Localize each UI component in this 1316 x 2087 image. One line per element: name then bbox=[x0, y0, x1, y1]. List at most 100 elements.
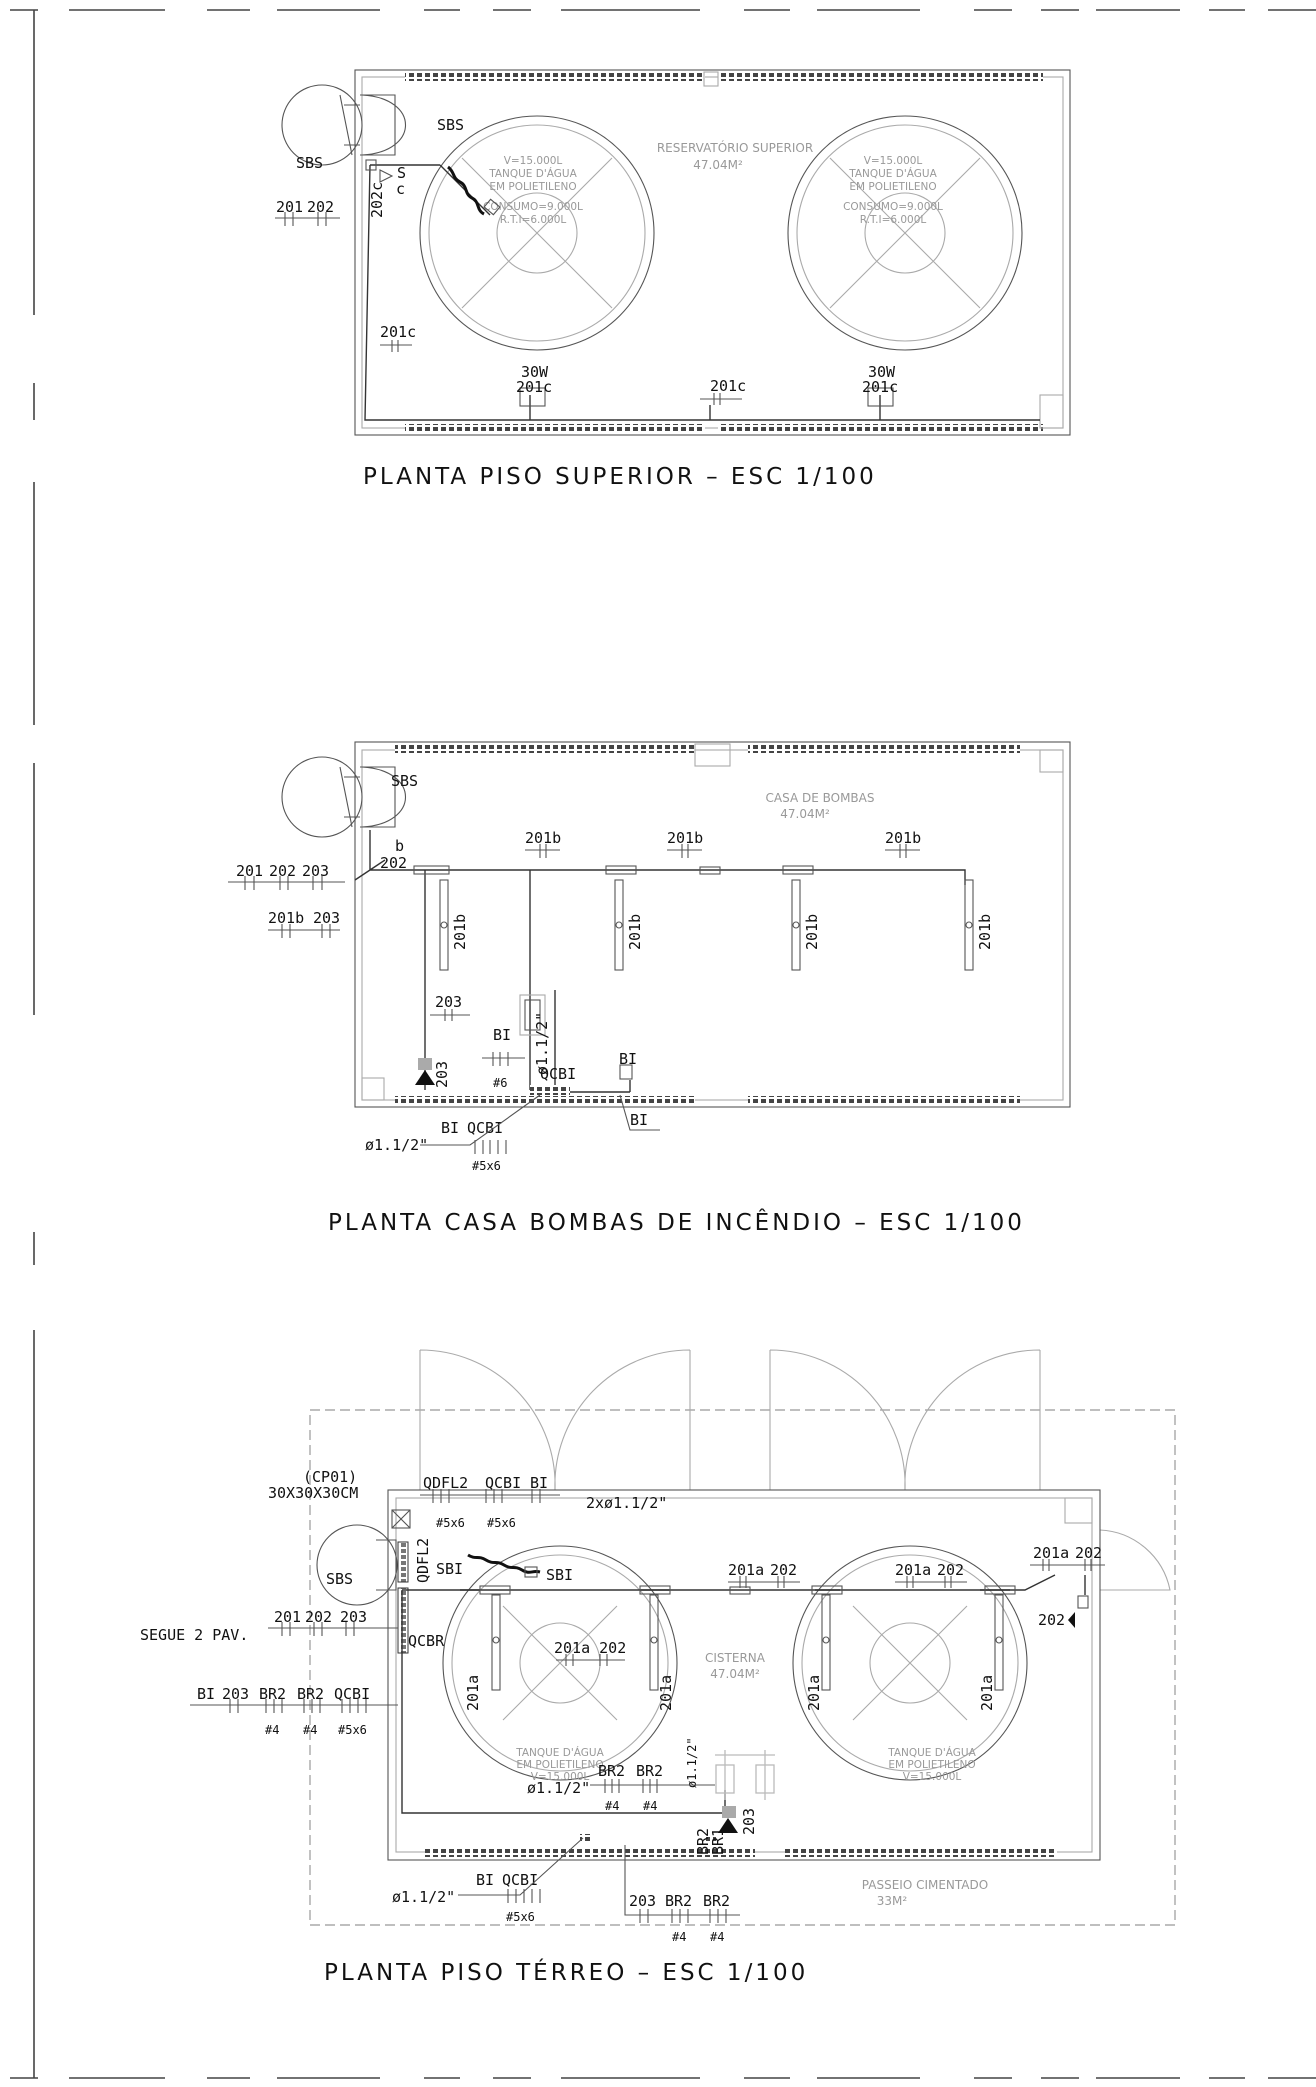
circuit-label: 201c bbox=[380, 323, 416, 341]
circuit-label: 203 bbox=[222, 1685, 249, 1703]
room-area: 47.04M² bbox=[780, 807, 830, 821]
pipe-diameter: ø1.1/2" bbox=[527, 1779, 590, 1797]
tank-left-notes: TANQUE D'ÁGUA EM POLIETILENO V=15.000L bbox=[515, 1746, 604, 1783]
circuit-label: 203 bbox=[313, 909, 340, 927]
luminaire bbox=[479, 1585, 511, 1691]
luminaire-label: 30W bbox=[868, 363, 896, 381]
luminaire-label: 201a bbox=[657, 1675, 675, 1711]
circuit-label: BR2 bbox=[703, 1892, 730, 1910]
circuit-label: BR2 bbox=[297, 1685, 324, 1703]
view-piso-terreo: CISTERNA 47.04M² PASSEIO CIMENTADO 33M² … bbox=[140, 1349, 1176, 1986]
view-casa-bombas: CASA DE BOMBAS 47.04M² SBS b 202 201 202… bbox=[228, 741, 1071, 1236]
sbi-label: SBI bbox=[546, 1566, 573, 1584]
luminaire-label: 201c bbox=[862, 378, 898, 396]
circuit-label: 203 bbox=[433, 1061, 451, 1088]
wall-blocks bbox=[395, 1096, 695, 1105]
luminaire-label: 201a bbox=[978, 1675, 996, 1711]
luminaire-label: 201b bbox=[803, 914, 821, 950]
panel-label: QCBI bbox=[502, 1871, 538, 1889]
panel-label: QCBR bbox=[408, 1632, 445, 1650]
luminaire-label: 201b bbox=[976, 914, 994, 950]
bi-label: BI bbox=[530, 1474, 548, 1492]
luminaire-label: 30W bbox=[521, 363, 549, 381]
circuit-label: 202 bbox=[380, 854, 407, 872]
circuit-label: BR2 bbox=[665, 1892, 692, 1910]
circuit-label: 201b bbox=[667, 829, 703, 847]
luminaire-label: 201c bbox=[516, 378, 552, 396]
tank-right-notes: TANQUE D'ÁGUA EM POLIETILENO V=15.000L bbox=[887, 1746, 976, 1783]
svg-text:CONSUMO=9.000L: CONSUMO=9.000L bbox=[843, 201, 943, 213]
circuit-label: 202 bbox=[1075, 1544, 1102, 1562]
circuit-label: 201a bbox=[728, 1561, 764, 1579]
circuit-label: 202c bbox=[368, 182, 386, 218]
svg-text:EM POLIETILENO: EM POLIETILENO bbox=[849, 181, 936, 193]
circuit-label: 201 bbox=[276, 198, 303, 216]
wall-blocks bbox=[405, 72, 705, 81]
circuit-label: 203 bbox=[340, 1608, 367, 1626]
svg-text:R.T.I=6.000L: R.T.I=6.000L bbox=[500, 214, 567, 226]
wire-gauge: #5x6 bbox=[436, 1516, 465, 1530]
switch-s-label: S bbox=[397, 164, 406, 182]
circuit-label: 201b bbox=[525, 829, 561, 847]
circuit-label: 202 bbox=[307, 198, 334, 216]
svg-text:V=15.000L: V=15.000L bbox=[531, 1771, 590, 1783]
room-name: CISTERNA bbox=[705, 1651, 766, 1665]
sbi-label: SBI bbox=[436, 1560, 463, 1578]
spotlight-symbol bbox=[281, 84, 407, 166]
wire-gauge: #4 bbox=[643, 1799, 657, 1813]
luminaire bbox=[782, 865, 814, 971]
circuit-label: 201 bbox=[236, 862, 263, 880]
room-area: 47.04M² bbox=[710, 1667, 760, 1681]
water-tank-right bbox=[787, 115, 1023, 351]
wire-gauge: #4 bbox=[605, 1799, 619, 1813]
sheet-border bbox=[10, 9, 1316, 2079]
circuit-label: 202 bbox=[937, 1561, 964, 1579]
svg-text:EM POLIETILENO: EM POLIETILENO bbox=[888, 1759, 975, 1771]
panel-label: QCBI bbox=[485, 1474, 521, 1492]
area-name: PASSEIO CIMENTADO bbox=[862, 1878, 988, 1892]
circuit-label: 202 bbox=[770, 1561, 797, 1579]
svg-text:TANQUE D'ÁGUA: TANQUE D'ÁGUA bbox=[515, 1746, 604, 1759]
wall-blocks bbox=[425, 1848, 755, 1857]
wire-gauge: #5x6 bbox=[506, 1910, 535, 1924]
spotlight-symbol bbox=[281, 756, 407, 838]
circuit-label: 201 bbox=[274, 1608, 301, 1626]
panel-label: QCBI bbox=[540, 1065, 576, 1083]
svg-text:TANQUE D'ÁGUA: TANQUE D'ÁGUA bbox=[848, 167, 937, 180]
circuit-label: BR2 bbox=[694, 1828, 712, 1855]
junction-label: (CP01) bbox=[303, 1468, 357, 1486]
panel-label: QCBI bbox=[467, 1119, 503, 1137]
svg-text:V=15.000L: V=15.000L bbox=[903, 1771, 962, 1783]
svg-text:EM POLIETILENO: EM POLIETILENO bbox=[489, 181, 576, 193]
view-title: PLANTA PISO SUPERIOR – ESC 1/100 bbox=[363, 464, 877, 490]
wall-blocks bbox=[748, 744, 1020, 753]
water-tank-left bbox=[419, 115, 655, 351]
sbs-label: SBS bbox=[326, 1570, 353, 1588]
panel-label: QCBI bbox=[334, 1685, 370, 1703]
circuit-label: 203 bbox=[740, 1808, 758, 1835]
pipe-diameter: ø1.1/2" bbox=[533, 1012, 551, 1075]
svg-text:R.T.I=6.000L: R.T.I=6.000L bbox=[860, 214, 927, 226]
wall-blocks bbox=[748, 1096, 1020, 1105]
switch-c-label: c bbox=[396, 180, 405, 198]
bi-label: BI bbox=[476, 1871, 494, 1889]
circuit-label: BR2 bbox=[598, 1762, 625, 1780]
sbs-label: SBS bbox=[437, 116, 464, 134]
bi-label: BI bbox=[197, 1685, 215, 1703]
circuit-label: 202 bbox=[1038, 1611, 1065, 1629]
luminaire bbox=[605, 865, 637, 971]
circuit-label: 201a bbox=[1033, 1544, 1069, 1562]
water-tank-right bbox=[792, 1545, 1028, 1781]
svg-text:TANQUE D'ÁGUA: TANQUE D'ÁGUA bbox=[488, 167, 577, 180]
svg-text:CONSUMO=9.000L: CONSUMO=9.000L bbox=[483, 201, 583, 213]
circuit-label: BR2 bbox=[636, 1762, 663, 1780]
circuit-label: BR1 bbox=[709, 1828, 727, 1855]
wall-blocks bbox=[718, 72, 1043, 81]
luminaire bbox=[811, 1585, 843, 1691]
svg-text:EM POLIETILENO: EM POLIETILENO bbox=[516, 1759, 603, 1771]
view-piso-superior: RESERVATÓRIO SUPERIOR 47.04M² V=15.000L … bbox=[275, 69, 1071, 490]
wall-blocks bbox=[718, 424, 1043, 433]
tank-left-notes: V=15.000L TANQUE D'ÁGUA EM POLIETILENO C… bbox=[483, 155, 583, 226]
wall-blocks bbox=[405, 424, 705, 433]
continue-note: SEGUE 2 PAV. bbox=[140, 1626, 248, 1644]
